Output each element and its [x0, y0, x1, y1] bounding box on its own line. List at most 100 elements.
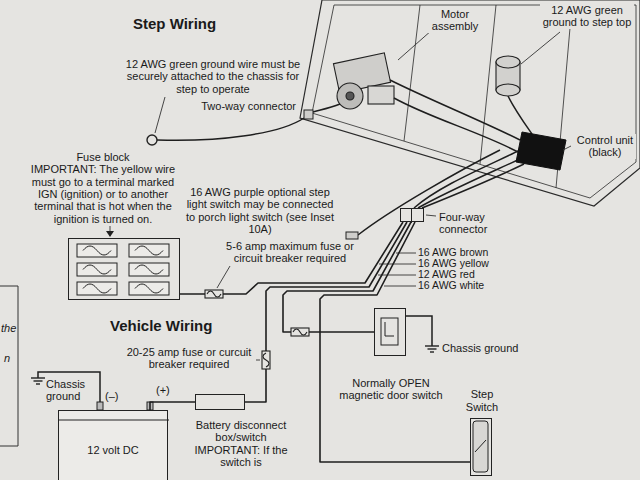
shape-part	[381, 318, 398, 345]
ground-lead	[313, 104, 340, 112]
inline-fuse	[205, 290, 223, 298]
purple-wire	[358, 150, 500, 235]
harness-wires	[157, 80, 532, 235]
green-ground-wire	[508, 96, 532, 134]
wire-note: 12 AWG green ground wire must be securel…	[124, 58, 302, 95]
fuse-element	[207, 291, 221, 297]
ground-symbol	[31, 377, 45, 378]
node-label: Battery disconnect box/switch	[186, 419, 296, 444]
door-switch: Normally OPEN magnetic door switch	[374, 308, 406, 356]
node-shape	[196, 395, 244, 409]
fuse-block: Fuse blockIMPORTANT: The yellow wire mus…	[68, 238, 180, 300]
part-label: Motor assembly	[428, 8, 482, 33]
shape-part	[135, 246, 163, 255]
negative-post	[97, 402, 103, 410]
section-heading: Vehicle Wiring	[110, 318, 212, 335]
leader-line	[378, 275, 416, 276]
leader-line	[563, 146, 571, 150]
shape-part	[77, 263, 117, 276]
node-label: Step Switch	[457, 388, 507, 413]
text-holder: Four-way connector	[439, 211, 501, 236]
node-label: Normally OPEN magnetic door switch	[335, 377, 447, 402]
ground-wires	[38, 316, 432, 402]
ground-label: Chassis ground	[46, 378, 92, 403]
node-label: Four-way connector	[439, 211, 501, 236]
motor-housing	[368, 86, 394, 104]
node-shape	[471, 419, 491, 475]
shape-part	[129, 263, 169, 276]
terminal-label: (+)	[156, 384, 170, 396]
motor-gear	[337, 83, 363, 109]
wire-label: 16 AWG brown	[418, 247, 488, 258]
node-label: Fuse block	[25, 151, 181, 163]
battery-ground-wire	[38, 372, 100, 402]
node-label: 12 volt DC	[87, 444, 138, 456]
leader-line	[256, 360, 260, 361]
leader-line	[379, 264, 416, 265]
wire-label: 12 AWG red	[418, 269, 475, 280]
wire-note: 16 AWG purple optional step light switch…	[182, 186, 338, 235]
shape-part	[129, 244, 169, 257]
shape-part	[77, 282, 117, 295]
four-way-connector: Four-way connector	[400, 208, 424, 222]
light-plug	[346, 232, 358, 239]
motor-wire	[390, 80, 520, 140]
switch-ground-wire	[406, 316, 432, 346]
node-shape	[69, 239, 179, 299]
leader-line	[217, 266, 230, 288]
fuse-note: 20-25 amp fuse or curcuit breaker requir…	[124, 346, 254, 371]
frame-slat	[404, 5, 420, 141]
fuse-element	[263, 353, 269, 367]
shape-part	[83, 246, 111, 255]
shape-part	[83, 265, 111, 274]
shape-part	[129, 282, 169, 295]
leader-line	[155, 97, 165, 133]
disconnect-box: Battery disconnect box/switchIMPORTANT: …	[195, 394, 245, 410]
wire-bundle	[422, 164, 524, 208]
stud-top	[496, 56, 520, 68]
diagram-title: Step Wiring	[133, 16, 216, 33]
terminal-label: (–)	[105, 390, 118, 402]
leader-line	[398, 30, 432, 60]
leader-arrowhead	[106, 231, 114, 237]
shape-part	[473, 421, 488, 472]
text-holder: Fuse blockIMPORTANT: The yellow wire mus…	[25, 151, 181, 225]
battery: 12 volt DC	[58, 410, 168, 480]
brown-wire	[283, 222, 411, 332]
ground-symbol	[34, 380, 43, 381]
motor-wire	[394, 98, 518, 152]
battery-cable	[150, 402, 195, 410]
node-shape	[375, 309, 405, 355]
fuse-element	[293, 329, 307, 335]
leader-line	[384, 286, 416, 287]
shape-part	[385, 322, 394, 336]
shape-part	[77, 244, 117, 257]
part-label: Control unit (black)	[574, 134, 636, 159]
leader-lines	[110, 30, 571, 360]
step-switch: Step Switch	[470, 418, 492, 476]
wire-label: 16 AWG white	[418, 280, 484, 291]
stud-bottom	[496, 84, 520, 96]
shape-part	[135, 265, 163, 274]
inline-fuse	[291, 328, 309, 336]
leader-line	[521, 32, 560, 64]
motor-hub	[346, 92, 354, 100]
frame-inner	[312, 5, 636, 198]
ground-symbol	[425, 345, 439, 346]
shape-part	[475, 440, 486, 452]
two-way-connector	[304, 110, 313, 119]
shape-part	[59, 420, 169, 421]
step-frame	[300, 0, 640, 206]
leader-line	[426, 215, 436, 216]
side-panel	[0, 286, 18, 446]
ground-symbol	[36, 383, 40, 384]
part-label: Two-way connector	[196, 100, 296, 112]
text-holder: Battery disconnect box/switchIMPORTANT: …	[186, 419, 296, 468]
frame-outline	[300, 0, 640, 206]
ground-stud	[496, 56, 520, 96]
green-ground-wire	[157, 118, 304, 140]
wire-note: 12 AWG green ground to step top	[540, 4, 634, 29]
text-holder: 12 volt DC	[59, 411, 167, 480]
wire-bundle	[414, 150, 520, 208]
inline-fuse	[262, 351, 270, 369]
